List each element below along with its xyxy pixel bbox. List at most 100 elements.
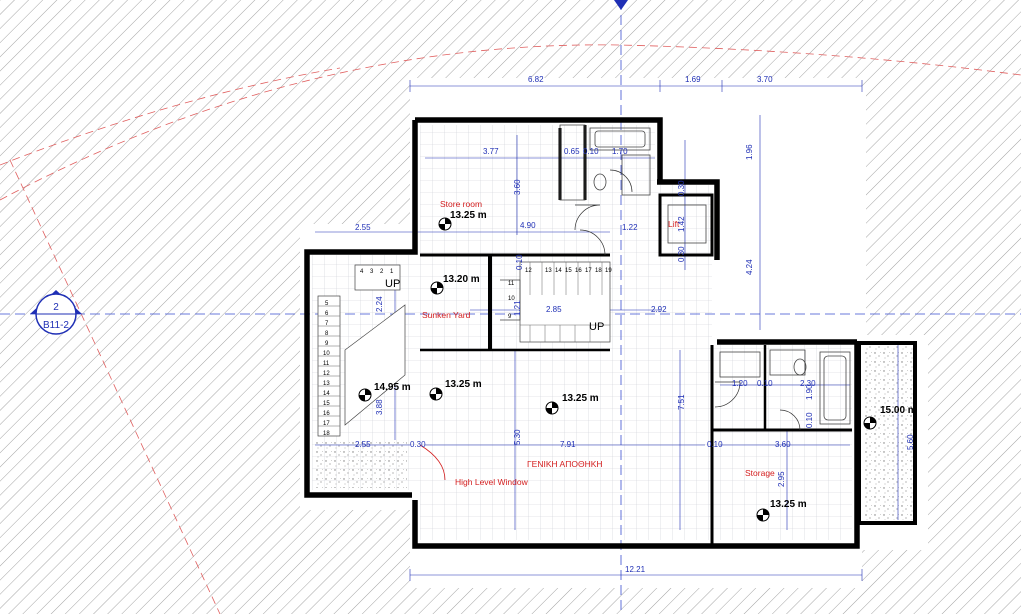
room-label-store-room: Store room xyxy=(440,199,482,209)
stair-up-label-left: UP xyxy=(385,278,400,290)
step-number: 2 xyxy=(380,269,384,275)
section-number: 2 xyxy=(53,302,59,313)
annotation-high-level-window: High Level Window xyxy=(455,477,529,487)
dim-stair-a: 0.10 xyxy=(515,254,524,270)
step-number: 11 xyxy=(508,281,515,287)
dim-right-h1: 1.96 xyxy=(745,144,754,160)
step-number: 10 xyxy=(323,351,330,357)
dim-wall-c: 0.30 xyxy=(410,440,426,449)
right-gravel-yard xyxy=(863,345,913,520)
site-radial-line xyxy=(9,159,221,614)
door-swings xyxy=(574,169,801,431)
dim-wc-d: 1.90 xyxy=(805,384,814,400)
step-number: 6 xyxy=(325,311,329,317)
stair-up-label-center: UP xyxy=(589,321,604,333)
dim-left-width: 2.55 xyxy=(355,223,371,232)
dim-lift-a: 0.30 xyxy=(677,180,686,196)
room-label-sunken-yard: Sunken Yard xyxy=(422,310,471,320)
fixtures xyxy=(559,124,851,425)
step-number: 12 xyxy=(525,268,532,274)
dim-yard-height: 3.88 xyxy=(375,399,384,415)
level-marker-icons xyxy=(358,217,877,522)
step-number: 18 xyxy=(595,268,602,274)
site-arc-line-lower xyxy=(0,67,341,166)
dim-corridor-width: 1.22 xyxy=(622,223,638,232)
step-number: 10 xyxy=(508,296,515,302)
step-number: 11 xyxy=(323,361,330,367)
step-number: 16 xyxy=(323,411,330,417)
step-number: 3 xyxy=(370,269,374,275)
dim-mid-span: 2.92 xyxy=(651,305,667,314)
room-labels: Store room Lift Sunken Yard ΓΕΝΙΚΗ ΑΠΟΘΗ… xyxy=(422,199,775,487)
vertical-dimension-labels: 1.96 4.24 3.60 0.30 1.42 0.30 0.10 2.24 … xyxy=(375,144,915,487)
stair-step-numbers: 5 6 7 8 9 10 11 12 13 14 15 16 17 18 4 3… xyxy=(323,268,612,437)
dim-bath-width: 1.70 xyxy=(612,147,628,156)
level-main-left: 13.25 m xyxy=(445,379,482,390)
step-number: 12 xyxy=(323,371,330,377)
step-number: 15 xyxy=(565,268,572,274)
step-number: 4 xyxy=(360,269,364,275)
step-number: 9 xyxy=(508,314,512,320)
dim-main-width: 7.91 xyxy=(560,440,576,449)
dim-stair-c: 1.21 xyxy=(513,300,522,316)
dim-wall-b: 0.10 xyxy=(583,147,599,156)
room-label-lift: Lift xyxy=(668,219,680,229)
step-number: 15 xyxy=(323,401,330,407)
dim-store-height: 3.60 xyxy=(513,179,522,195)
dim-stair-d: 2.85 xyxy=(546,305,562,314)
step-number: 17 xyxy=(585,268,592,274)
dim-lift-c: 0.30 xyxy=(677,246,686,262)
dim-wc-b: 0.10 xyxy=(757,379,773,388)
step-number: 7 xyxy=(325,321,329,327)
dim-wall-d: 0.10 xyxy=(707,440,723,449)
dim-yard-width: 2.55 xyxy=(355,440,371,449)
dim-lift-b: 1.42 xyxy=(677,216,686,232)
step-number: 13 xyxy=(545,268,552,274)
dim-storage-width: 3.60 xyxy=(775,440,791,449)
dim-top-b: 1.69 xyxy=(685,75,701,84)
step-number: 14 xyxy=(555,268,562,274)
room-label-main-storage: ΓΕΝΙΚΗ ΑΠΟΘΗΚΗ xyxy=(527,459,603,469)
dimension-labels: 6.82 1.69 3.70 3.77 0.65 0.10 1.70 4.90 … xyxy=(355,75,816,574)
dim-stair-b: 2.24 xyxy=(375,296,384,312)
left-gravel-area xyxy=(315,440,407,488)
step-number: 17 xyxy=(323,421,330,427)
step-number: 16 xyxy=(575,268,582,274)
step-number: 19 xyxy=(605,268,612,274)
dim-wc-e: 0.10 xyxy=(805,412,814,428)
room-label-storage: Storage xyxy=(745,468,775,478)
dim-top-c: 3.70 xyxy=(757,75,773,84)
center-stair xyxy=(500,261,611,343)
dim-wc-c: 2.30 xyxy=(800,379,816,388)
section-marker: 2 B11-2 xyxy=(30,290,82,335)
dim-mid-width: 4.90 xyxy=(520,221,536,230)
level-storage: 13.25 m xyxy=(770,499,807,510)
section-sheet: B11-2 xyxy=(43,320,69,331)
step-number: 13 xyxy=(323,381,330,387)
step-number: 14 xyxy=(323,391,330,397)
dim-store-width: 3.77 xyxy=(483,147,499,156)
step-number: 18 xyxy=(323,431,330,437)
dim-bottom-total: 12.21 xyxy=(625,565,646,574)
dim-top-a: 6.82 xyxy=(528,75,544,84)
dim-right-h2: 4.24 xyxy=(745,259,754,275)
level-right-yard: 15.00 m xyxy=(880,405,917,416)
level-stair-landing: 13.20 m xyxy=(443,274,480,285)
dim-wall-a: 0.65 xyxy=(564,147,580,156)
walls xyxy=(304,117,917,549)
level-store-room: 13.25 m xyxy=(450,210,487,221)
dim-main-height: 5.30 xyxy=(513,429,522,445)
dim-wc-a: 1.20 xyxy=(732,379,748,388)
step-number: 9 xyxy=(325,341,329,347)
step-number: 1 xyxy=(390,269,394,275)
level-left-stair: 14.95 m xyxy=(374,382,411,393)
dim-right-yard-height: 5.60 xyxy=(906,434,915,450)
window-leader-line xyxy=(419,444,446,481)
dim-main-vertical: 7.51 xyxy=(677,394,686,410)
step-number: 8 xyxy=(325,331,329,337)
level-labels: 13.25 m 13.20 m 14.95 m 13.25 m 13.25 m … xyxy=(374,210,917,510)
step-number: 5 xyxy=(325,301,329,307)
level-main-center: 13.25 m xyxy=(562,393,599,404)
dim-storage-height: 2.95 xyxy=(777,471,786,487)
